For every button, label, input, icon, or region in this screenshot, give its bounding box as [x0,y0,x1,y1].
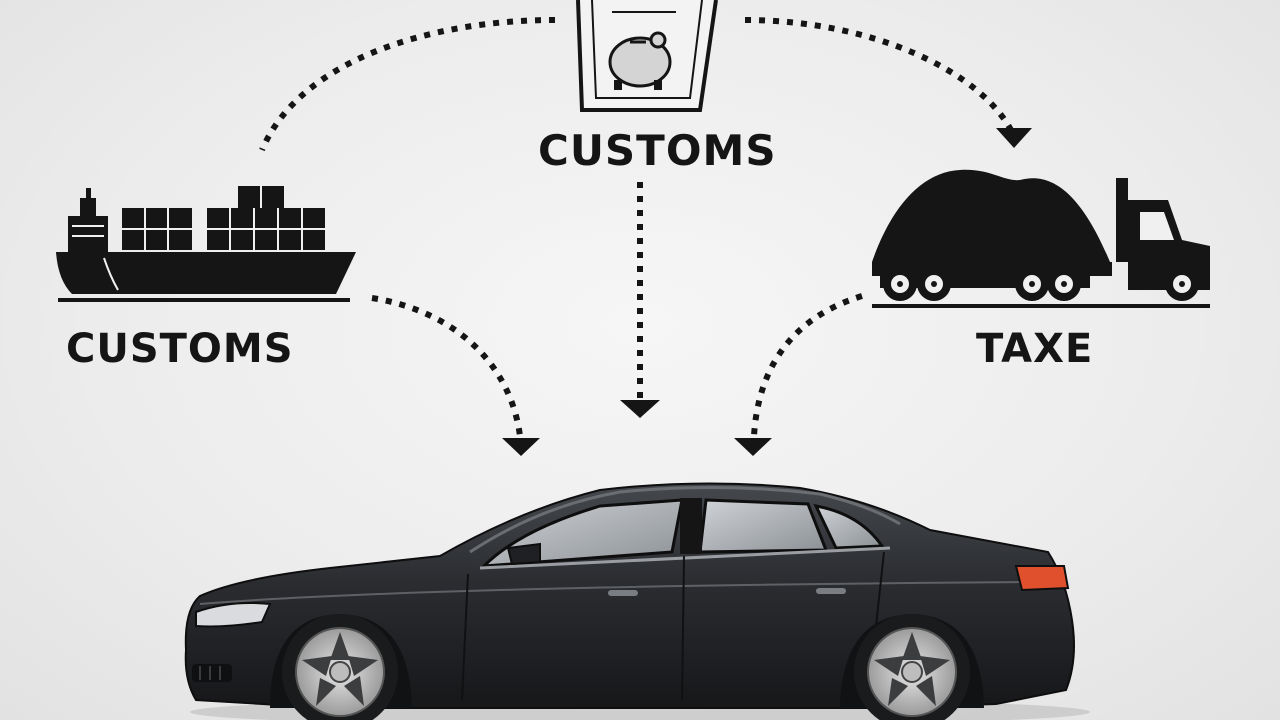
arrow-top-down [620,182,660,418]
front-wheel [282,614,398,720]
arrow-right-down [734,293,863,456]
rear-wheel [854,614,970,720]
dump-truck-icon [872,169,1210,308]
document-piggy-bank-icon [576,0,718,112]
cargo-ship-icon [56,186,356,302]
label-customs-left: CUSTOMS [66,326,294,372]
arrow-left-down [371,295,540,456]
truck-wheels [883,267,1199,301]
arrow-top-right [744,17,1032,148]
sedan-car-icon [184,482,1090,720]
label-taxe-right: TAXE [976,326,1094,372]
arrow-top-left [259,17,556,152]
label-customs-top: CUSTOMS [538,126,777,175]
